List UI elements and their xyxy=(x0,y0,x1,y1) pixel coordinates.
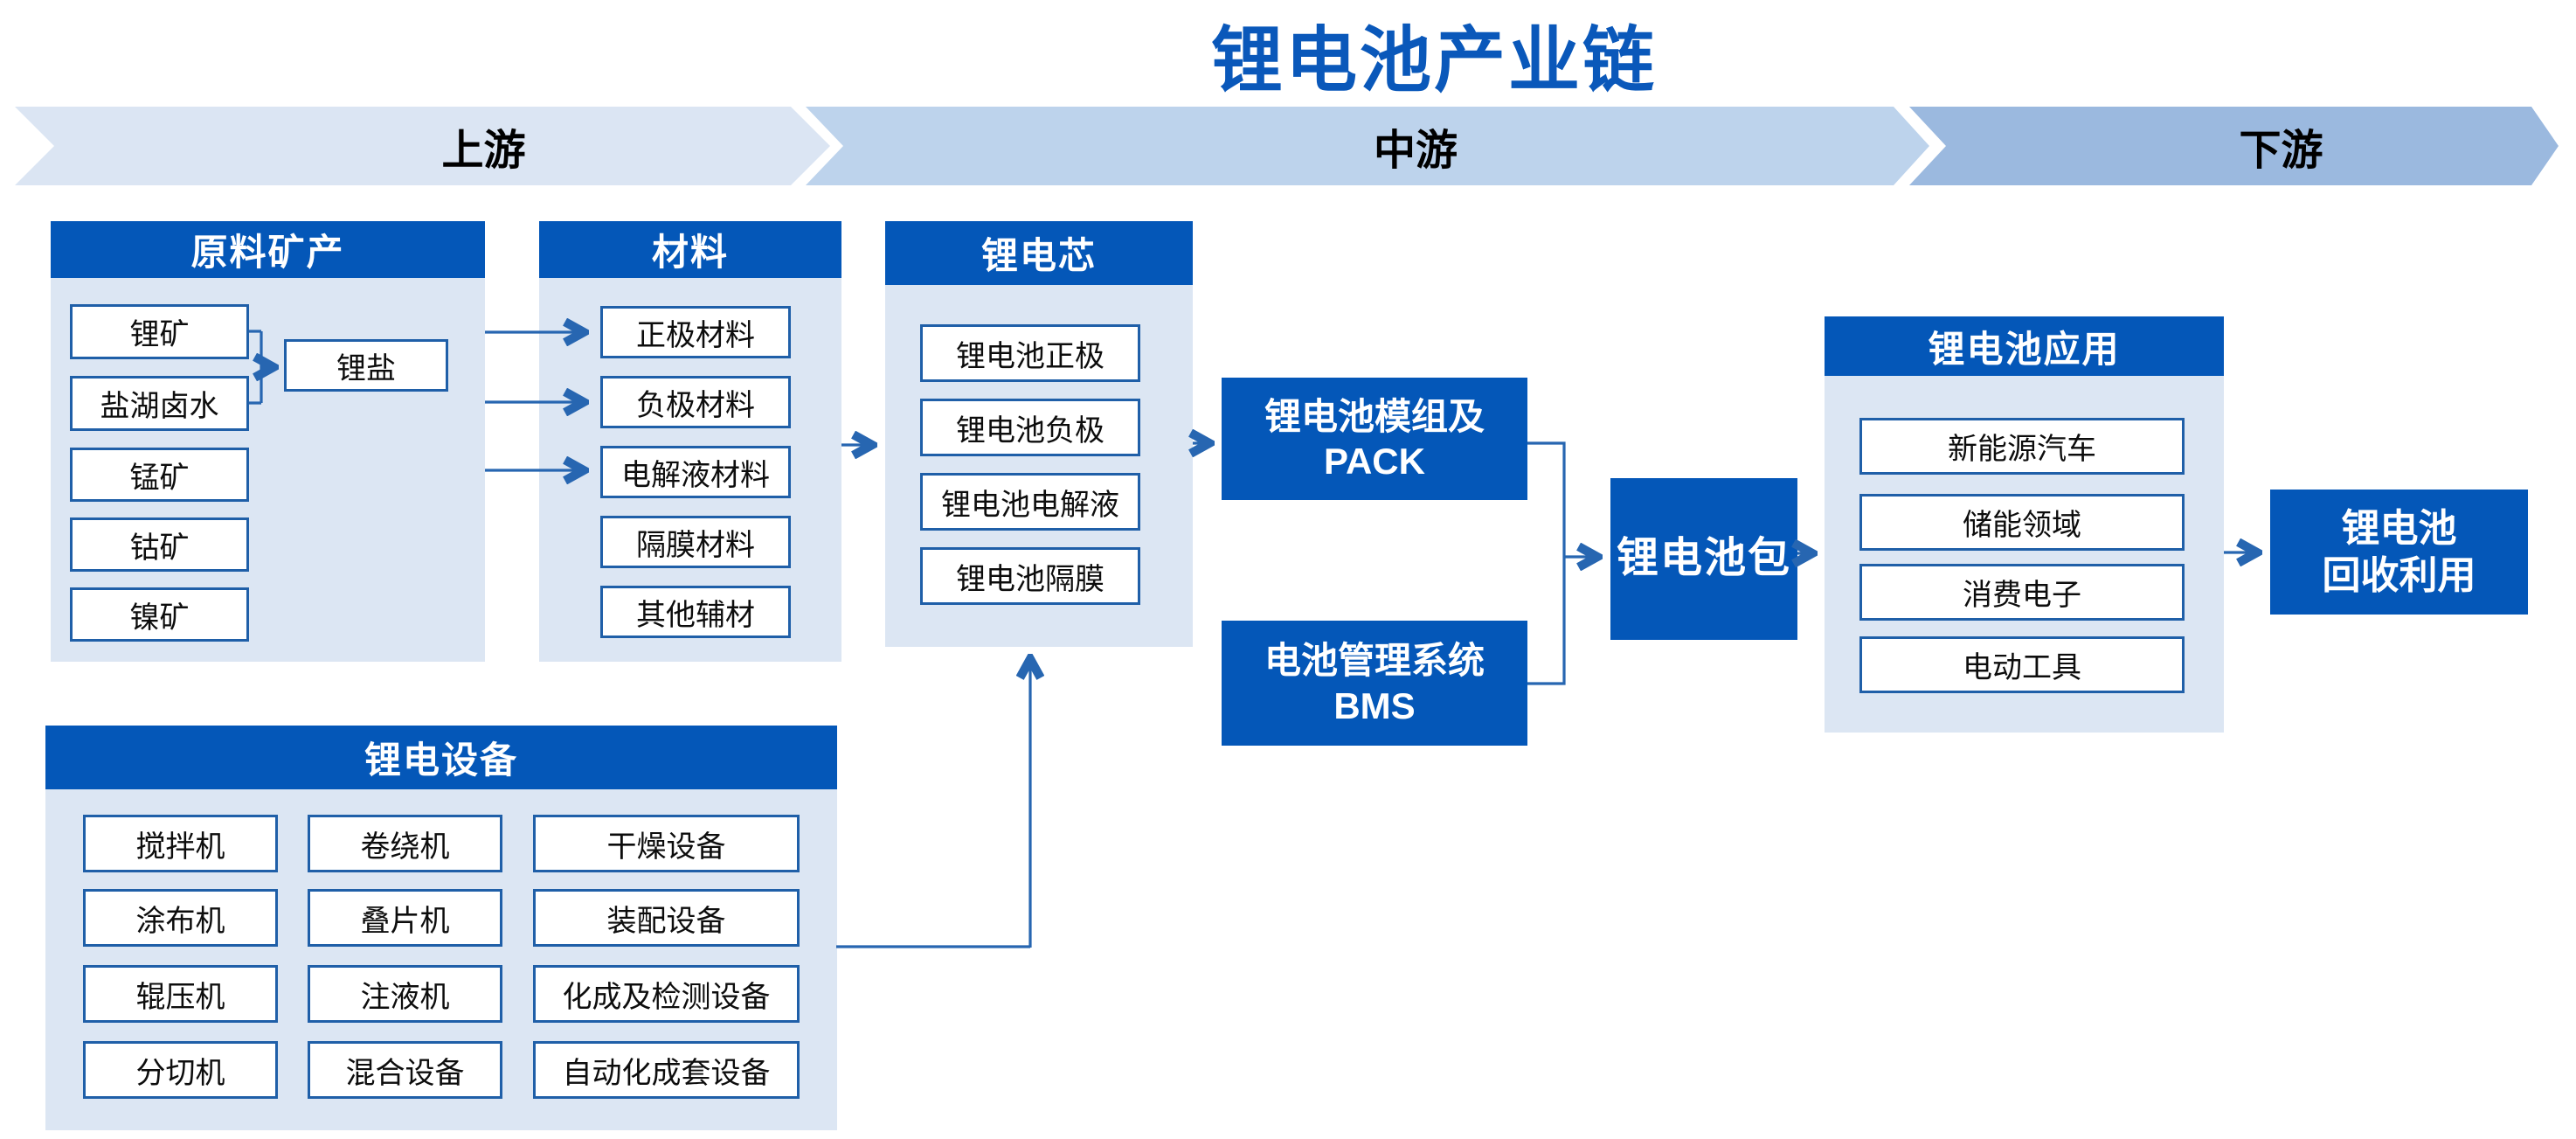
node-pack-module-line1: 锂电池模组及 xyxy=(1264,395,1485,437)
item-stacking-machine: 叠片机 xyxy=(308,889,502,947)
item-winding-machine: 卷绕机 xyxy=(308,815,502,872)
item-ev: 新能源汽车 xyxy=(1859,418,2185,475)
item-nickel-ore: 镍矿 xyxy=(70,587,249,642)
item-cobalt-ore: 钴矿 xyxy=(70,517,249,572)
minerals-header: 原料矿产 xyxy=(51,221,485,278)
node-bms-line1: 电池管理系统 xyxy=(1264,640,1485,682)
connector-pack-bms-merge xyxy=(1527,441,1566,685)
item-other-auxiliary: 其他辅材 xyxy=(600,586,791,638)
equipment-title: 锂电设备 xyxy=(364,740,518,781)
banner-upstream-label: 上游 xyxy=(441,128,526,174)
item-cell-electrolyte: 锂电池电解液 xyxy=(920,473,1140,531)
item-lithium-ore: 锂矿 xyxy=(70,304,249,359)
item-lithium-salt: 锂盐 xyxy=(284,339,448,392)
item-consumer-electronics: 消费电子 xyxy=(1859,564,2185,621)
item-separator-material: 隔膜材料 xyxy=(600,516,791,568)
item-drying-equipment: 干燥设备 xyxy=(533,815,800,872)
item-salt-lake-brine: 盐湖卤水 xyxy=(70,376,249,431)
cells-header: 锂电芯 xyxy=(885,221,1193,285)
banner-upstream: 上游 xyxy=(15,107,830,185)
banner-downstream: 下游 xyxy=(1909,107,2559,185)
banner-downstream-label: 下游 xyxy=(2239,128,2323,174)
page-title: 锂电池产业链 xyxy=(1210,21,1657,101)
item-coating-machine: 涂布机 xyxy=(83,889,278,947)
item-roller-press: 辊压机 xyxy=(83,965,278,1023)
item-cell-separator: 锂电池隔膜 xyxy=(920,547,1140,605)
node-recycling-line2: 回收利用 xyxy=(2322,553,2476,597)
item-mixer: 搅拌机 xyxy=(83,815,278,872)
cells-title: 锂电芯 xyxy=(980,235,1097,276)
banner-midstream-label: 中游 xyxy=(1373,128,1458,174)
item-energy-storage: 储能领域 xyxy=(1859,494,2185,551)
applications-title: 锂电池应用 xyxy=(1928,328,2121,370)
item-cell-cathode: 锂电池正极 xyxy=(920,324,1140,382)
equipment-header: 锂电设备 xyxy=(45,726,837,789)
applications-header: 锂电池应用 xyxy=(1825,316,2224,376)
item-formation-testing-equipment: 化成及检测设备 xyxy=(533,965,800,1023)
item-automation-equipment: 自动化成套设备 xyxy=(533,1041,800,1099)
node-bms: 电池管理系统 BMS xyxy=(1222,621,1527,746)
node-bms-line2: BMS xyxy=(1333,684,1416,726)
node-recycling-line1: 锂电池 xyxy=(2341,506,2457,550)
banner-midstream: 中游 xyxy=(806,107,1929,185)
item-anode-material: 负极材料 xyxy=(600,376,791,428)
item-assembly-equipment: 装配设备 xyxy=(533,889,800,947)
item-injection-machine: 注液机 xyxy=(308,965,502,1023)
item-electrolyte-material: 电解液材料 xyxy=(600,446,791,498)
node-recycling: 锂电池 回收利用 xyxy=(2270,490,2528,615)
materials-title: 材料 xyxy=(651,232,729,273)
item-cell-anode: 锂电池负极 xyxy=(920,399,1140,456)
item-manganese-ore: 锰矿 xyxy=(70,448,249,502)
minerals-title: 原料矿产 xyxy=(190,232,345,273)
item-cathode-material: 正极材料 xyxy=(600,306,791,358)
node-battery-pack: 锂电池包 xyxy=(1610,478,1797,640)
node-battery-pack-label: 锂电池包 xyxy=(1616,535,1791,582)
node-pack-module-line2: PACK xyxy=(1324,441,1425,482)
item-power-tools: 电动工具 xyxy=(1859,636,2185,693)
item-slitting-machine: 分切机 xyxy=(83,1041,278,1099)
materials-header: 材料 xyxy=(539,221,841,278)
item-mixing-equipment: 混合设备 xyxy=(308,1041,502,1099)
node-pack-module: 锂电池模组及 PACK xyxy=(1222,378,1527,500)
